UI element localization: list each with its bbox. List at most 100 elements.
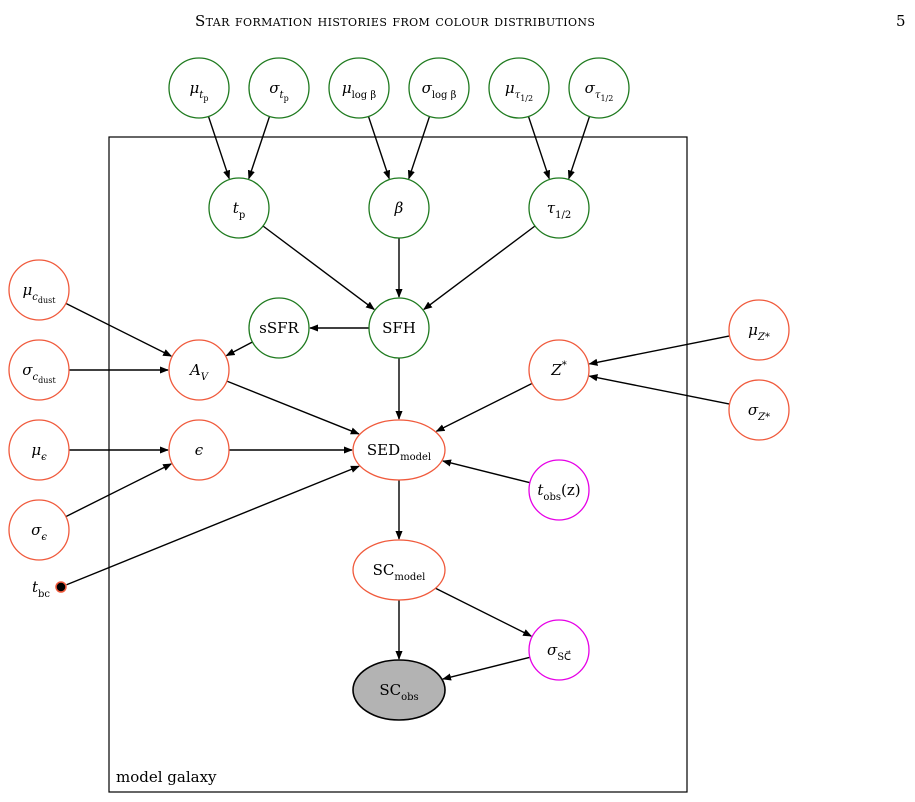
node-label: τ1/2 <box>547 199 571 221</box>
node-label: tp <box>233 199 245 221</box>
edge-av-to-sed <box>226 380 360 435</box>
edge-sig_tp-to-tp <box>247 116 271 180</box>
node-shape <box>728 379 790 441</box>
node-label: Z* <box>550 360 566 379</box>
node-label: β <box>394 199 404 217</box>
node-shape <box>248 57 310 119</box>
node-sig-tau: στ1/2 <box>568 57 630 119</box>
edge-sig_lb-to-beta <box>407 116 431 180</box>
node-shape <box>8 499 70 561</box>
node-shape <box>368 297 430 359</box>
edge-tobs-to-sed <box>442 459 531 484</box>
node-shape <box>8 419 70 481</box>
node-tau: τ1/2 <box>528 177 590 239</box>
node-mu-eps: μϵ <box>8 419 70 481</box>
node-label: tobs(z) <box>537 481 580 503</box>
node-sig-cd: σcdust <box>8 339 70 401</box>
node-sfh: SFH <box>368 297 430 359</box>
edge-tbc-to-sed <box>66 465 360 586</box>
node-label: ϵ <box>195 441 204 459</box>
node-shape <box>208 177 270 239</box>
node-label: σSC⃗ <box>547 641 571 663</box>
node-label: SCobs <box>379 681 418 703</box>
node-label: μlog β <box>342 79 377 101</box>
node-sig-eps: σϵ <box>8 499 70 561</box>
node-label: σZ* <box>748 401 770 423</box>
node-label: στ1/2 <box>585 79 614 103</box>
node-ssfr: sSFR <box>248 297 310 359</box>
node-shape <box>528 619 590 681</box>
node-shape <box>248 297 310 359</box>
node-shape <box>528 459 590 521</box>
node-sc: SCmodel <box>352 539 446 601</box>
node-label: σlog β <box>422 79 457 101</box>
node-label: μZ* <box>748 321 770 343</box>
edge-zstar-to-sed <box>435 382 533 432</box>
node-shape <box>8 259 70 321</box>
edges <box>65 116 730 681</box>
node-shape <box>568 57 630 119</box>
node-mu-z: μZ* <box>728 299 790 361</box>
edge-ssfr-to-av <box>225 341 253 357</box>
node-mu-cd: μcdust <box>8 259 70 321</box>
node-shape <box>528 177 590 239</box>
node-beta: β <box>368 177 430 239</box>
node-av: AV <box>168 339 230 401</box>
node-label: σϵ <box>31 521 47 543</box>
node-label: tbc <box>32 578 50 600</box>
node-sc-obs: SCobs <box>352 659 446 721</box>
node-shape <box>408 57 470 119</box>
node-shape <box>352 539 446 601</box>
node-mu-lb: μlog β <box>328 57 390 119</box>
edge-tau-to-sfh <box>423 225 536 310</box>
edge-mu_tp-to-tp <box>207 116 231 180</box>
edge-mu_lb-to-beta <box>367 116 391 180</box>
edge-sig_tau-to-tau <box>567 116 591 180</box>
node-shape <box>328 57 390 119</box>
node-shape <box>352 419 446 481</box>
node-shape <box>352 659 446 721</box>
edge-tp-to-sfh <box>262 225 375 310</box>
page-header-title: Star formation histories from colour dis… <box>195 12 596 30</box>
edge-mu_cd-to-av <box>65 302 173 357</box>
edge-mu_z-to-zstar <box>588 335 730 366</box>
node-shape <box>55 581 67 593</box>
node-shape <box>368 177 430 239</box>
nodes: μtp σtp μlog β σlog β μτ1/2 στ1/2 tp β τ1/2 μcdus… <box>8 57 790 721</box>
node-shape <box>168 57 230 119</box>
node-sig-sc: σSC⃗ <box>528 619 590 681</box>
node-label: σtp <box>269 79 288 103</box>
node-mu-tau: μτ1/2 <box>488 57 550 119</box>
node-shape <box>728 299 790 361</box>
node-label: μτ1/2 <box>505 79 533 103</box>
edge-sig_z-to-zstar <box>588 374 730 405</box>
node-sed: SEDmodel <box>352 419 446 481</box>
node-sig-tp: σtp <box>248 57 310 119</box>
node-tobs: tobs(z) <box>528 459 590 521</box>
node-eps: ϵ <box>168 419 230 481</box>
node-zstar: Z* <box>528 339 590 401</box>
edge-mu_tau-to-tau <box>527 116 551 180</box>
node-label: μtp <box>190 79 209 103</box>
plate-model-galaxy <box>108 136 688 793</box>
node-sig-z: σZ* <box>728 379 790 441</box>
node-tbc: tbc <box>32 578 67 600</box>
node-label: μcdust <box>23 281 57 305</box>
node-label: SEDmodel <box>367 441 431 463</box>
node-shape <box>528 339 590 401</box>
edge-sig_sc-to-sc_obs <box>442 656 531 681</box>
node-label: sSFR <box>259 319 299 337</box>
node-shape <box>168 339 230 401</box>
node-label: SFH <box>382 319 416 337</box>
page-number: 5 <box>896 12 906 30</box>
node-sig-lb: σlog β <box>408 57 470 119</box>
node-label: μϵ <box>31 441 47 463</box>
node-label: AV <box>188 361 210 383</box>
node-shape <box>488 57 550 119</box>
node-mu-tp: μtp <box>168 57 230 119</box>
node-label: SCmodel <box>373 561 426 583</box>
node-label: σcdust <box>22 361 56 385</box>
node-tp: tp <box>208 177 270 239</box>
edge-sc-to-sig_sc <box>435 587 533 637</box>
